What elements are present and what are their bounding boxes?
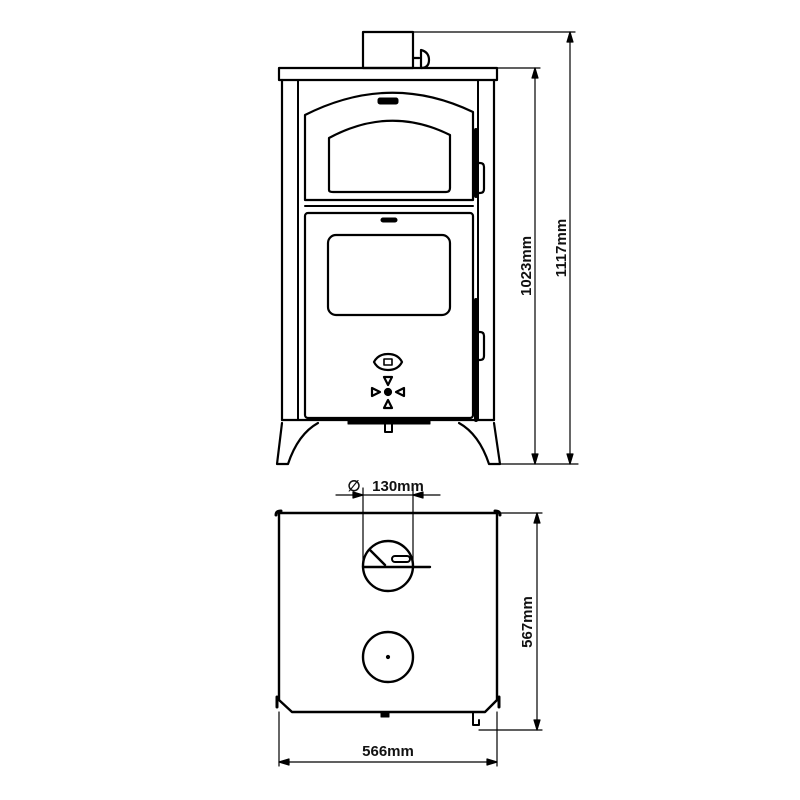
firebox-handle-top: [380, 217, 398, 223]
depth-label: 567mm: [519, 596, 536, 648]
left-leg: [275, 421, 320, 466]
firebox-door: [303, 211, 475, 420]
firebox-window: [326, 233, 452, 317]
right-leg: [457, 421, 502, 466]
total-height-label: 1117mm: [553, 219, 570, 277]
top-dimensions: [278, 487, 543, 767]
oven-side-handle: [474, 161, 486, 195]
front-dimensions: [412, 31, 579, 465]
flue-diameter-label: 130mm: [372, 478, 424, 495]
oven-window: [327, 119, 452, 194]
flue-pipe: [361, 30, 415, 70]
damper-knob-icon: [411, 48, 431, 70]
body-height-label: 1023mm: [518, 236, 535, 296]
top-view: [274, 509, 502, 726]
ash-lever-icon: [372, 352, 404, 372]
diameter-symbol: ∅: [347, 478, 360, 495]
firebox-side-handle: [474, 330, 486, 362]
oven-door: [303, 91, 475, 202]
front-view: [275, 30, 502, 466]
air-control-rosette-icon: [370, 375, 406, 410]
oven-handle-top: [377, 97, 399, 105]
width-label: 566mm: [362, 743, 414, 760]
top-plate: [277, 66, 499, 82]
hotplate: [361, 630, 415, 684]
